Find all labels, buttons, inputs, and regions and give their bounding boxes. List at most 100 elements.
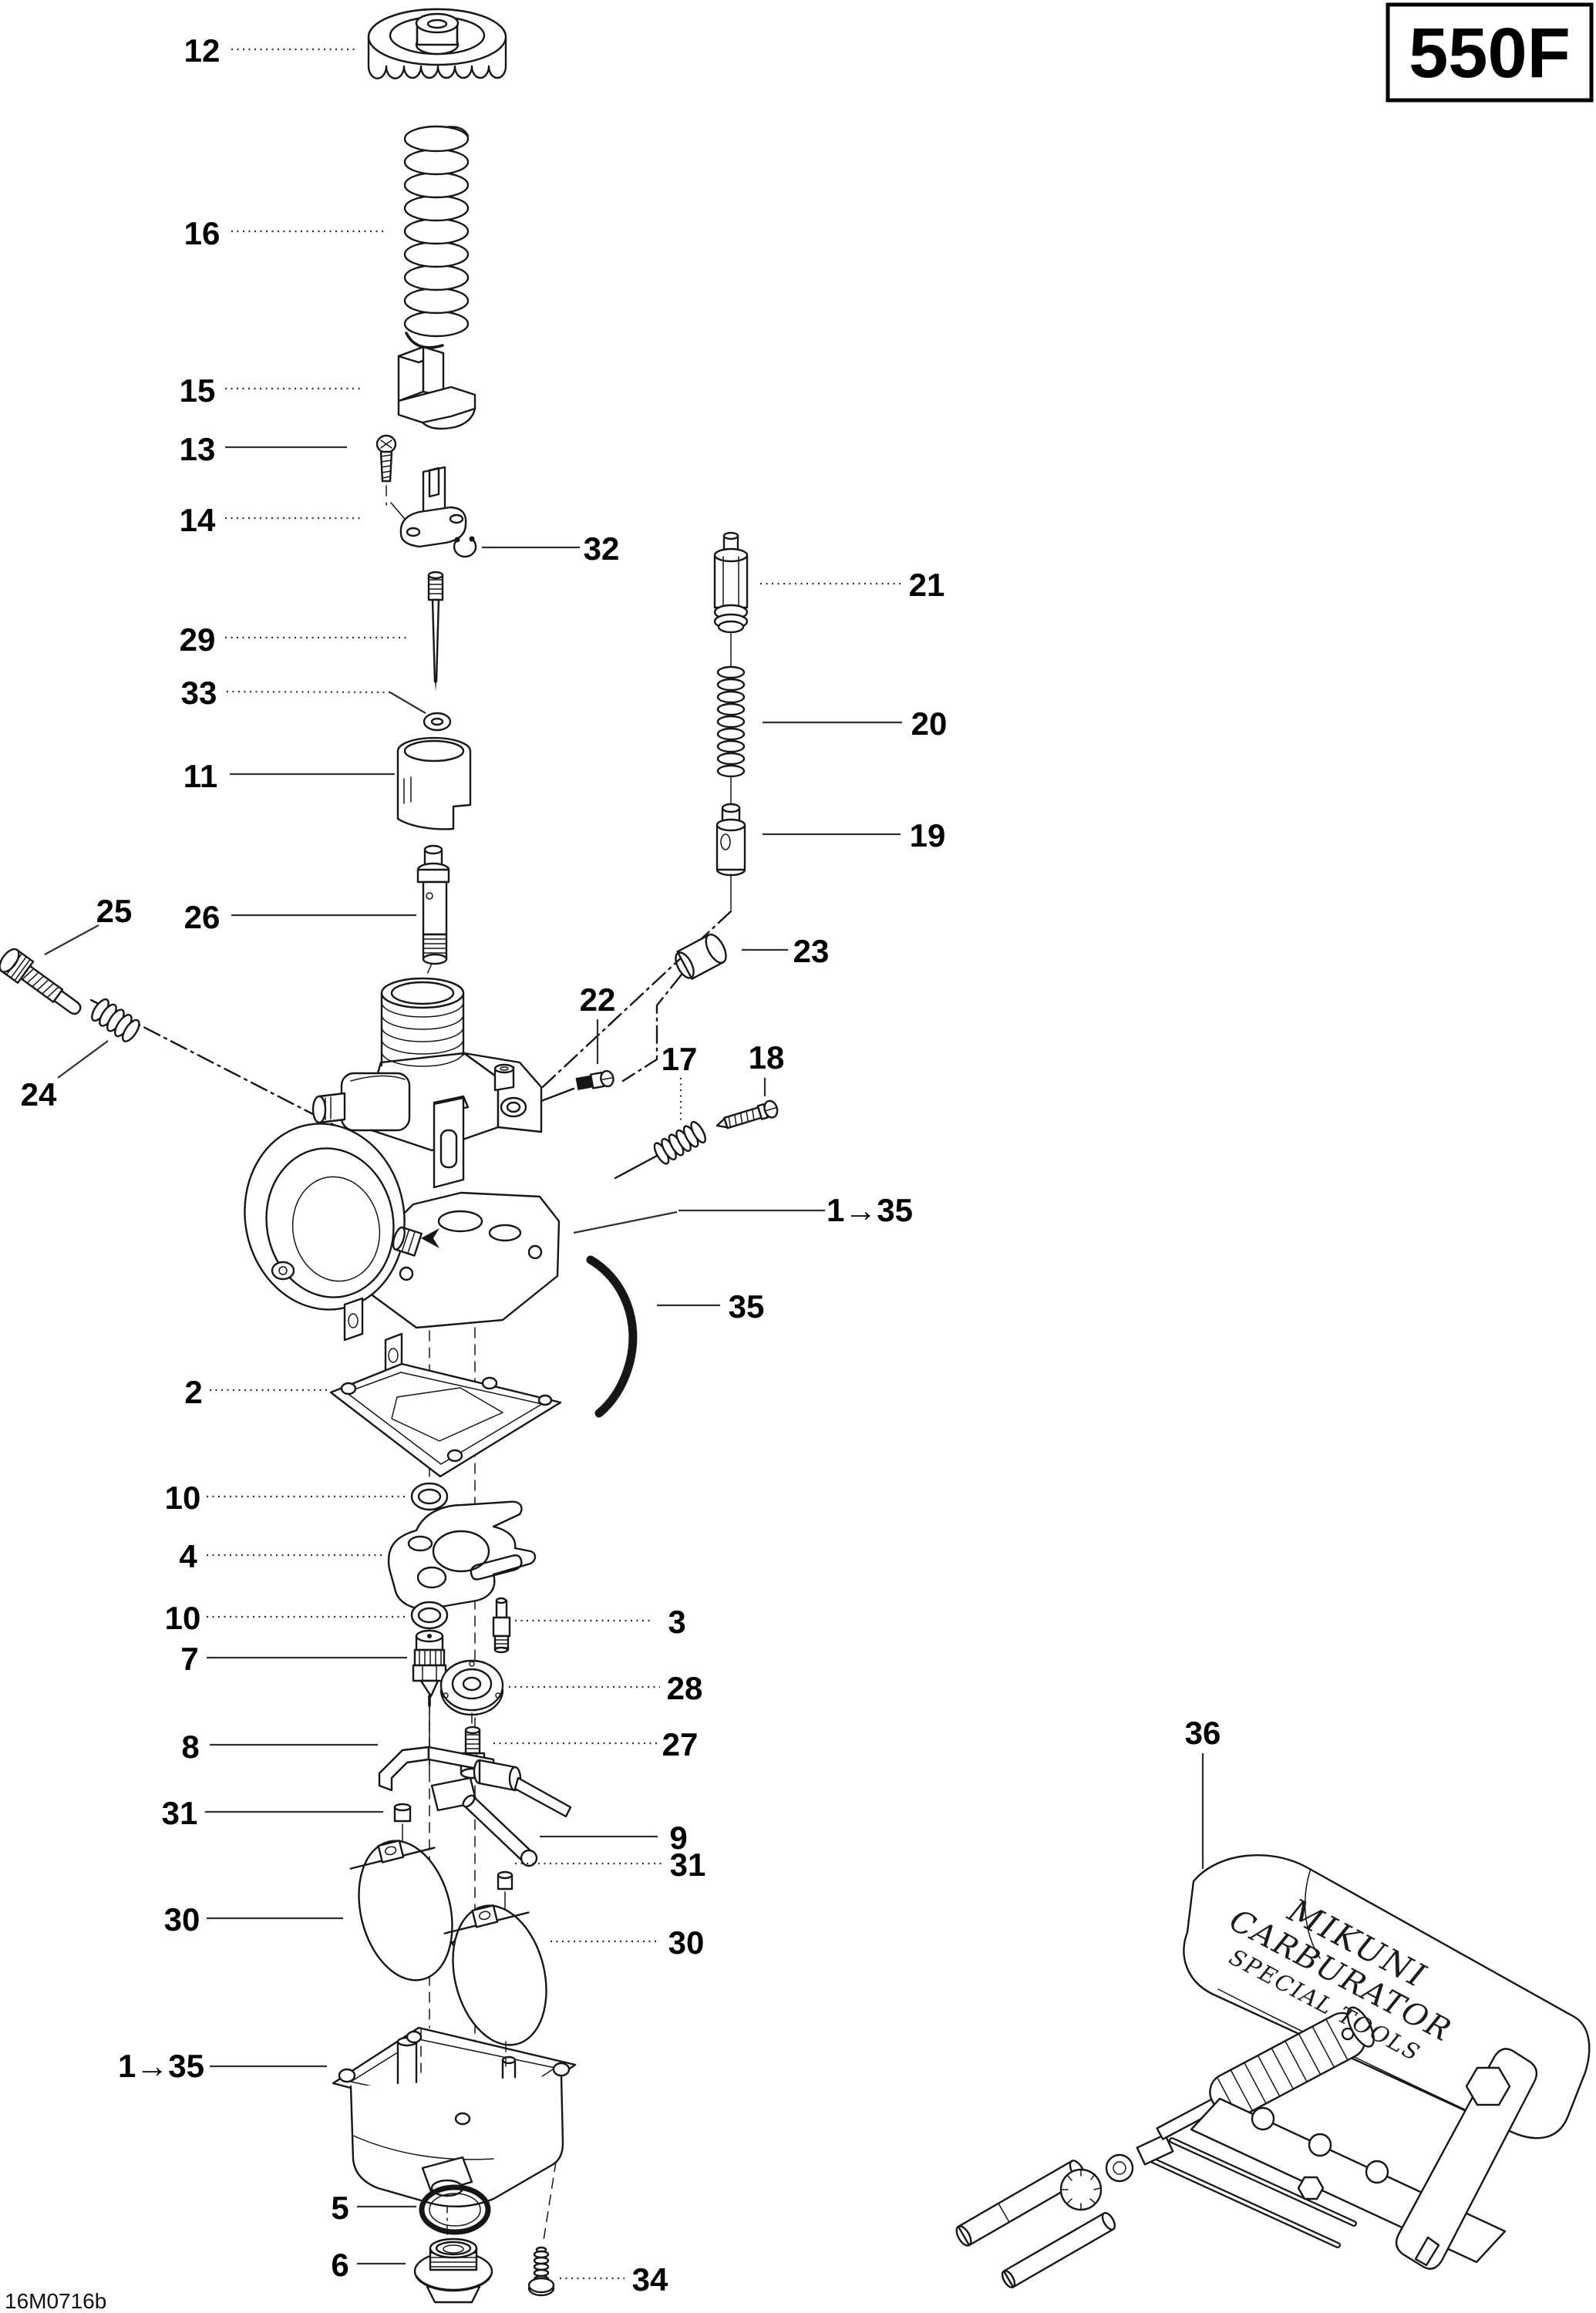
callout-2: 2 bbox=[184, 1374, 327, 1410]
callout-20-label: 20 bbox=[911, 705, 948, 742]
part-float-30-left bbox=[349, 1840, 453, 1981]
callout-1-35-bottom-label: 1→35 bbox=[118, 2048, 204, 2084]
callout-30-left: 30 bbox=[164, 1901, 343, 1938]
callout-26-label: 26 bbox=[184, 899, 221, 935]
callout-14-label: 14 bbox=[180, 502, 216, 538]
callout-23: 23 bbox=[742, 933, 829, 969]
callout-33-label: 33 bbox=[181, 675, 217, 711]
callout-21: 21 bbox=[760, 567, 944, 603]
part-cap-12 bbox=[367, 8, 507, 79]
callout-22-label: 22 bbox=[580, 981, 616, 1018]
part-needle-29 bbox=[427, 571, 444, 692]
part-adjuster-21 bbox=[713, 531, 749, 668]
callout-10-upper-label: 10 bbox=[165, 1480, 201, 1516]
callout-5-label: 5 bbox=[331, 2190, 348, 2226]
callout-11: 11 bbox=[184, 758, 395, 794]
callout-27-label: 27 bbox=[662, 1726, 699, 1763]
callout-8: 8 bbox=[181, 1729, 378, 1765]
callout-31-left-label: 31 bbox=[162, 1795, 198, 1831]
callout-35-label: 35 bbox=[729, 1288, 765, 1325]
part-slide-11 bbox=[396, 736, 472, 830]
callout-13-label: 13 bbox=[180, 431, 216, 467]
callout-19-label: 19 bbox=[910, 817, 946, 853]
part-needle-jet-26 bbox=[416, 844, 450, 965]
part-circlip-32 bbox=[453, 536, 477, 558]
part-float-bowl bbox=[332, 2026, 577, 2208]
part-plug-23 bbox=[675, 933, 727, 980]
callout-32: 32 bbox=[482, 530, 619, 567]
callout-7: 7 bbox=[180, 1641, 407, 1677]
callout-32-label: 32 bbox=[584, 530, 620, 567]
callout-10-lower-label: 10 bbox=[165, 1600, 201, 1636]
callout-36-label: 36 bbox=[1185, 1715, 1221, 1751]
callout-20: 20 bbox=[763, 705, 947, 742]
callout-22: 22 bbox=[580, 981, 616, 1064]
part-jet-3 bbox=[492, 1597, 511, 1654]
part-plug-6 bbox=[413, 2237, 493, 2304]
callout-12: 12 bbox=[184, 32, 355, 69]
callout-31-right: 31 bbox=[515, 1847, 705, 1883]
callout-16-label: 16 bbox=[184, 215, 221, 251]
callout-34: 34 bbox=[560, 2261, 668, 2298]
callout-26: 26 bbox=[184, 899, 416, 935]
callout-4-label: 4 bbox=[179, 1538, 197, 1574]
callout-30-left-label: 30 bbox=[164, 1901, 200, 1938]
callout-3-label: 3 bbox=[668, 1604, 685, 1640]
callout-17-label: 17 bbox=[662, 1041, 698, 1077]
callout-28-label: 28 bbox=[667, 1670, 703, 1706]
callout-9: 9 bbox=[540, 1820, 688, 1856]
callout-4: 4 bbox=[179, 1538, 384, 1574]
part-screw-34 bbox=[527, 2246, 555, 2297]
callouts: 12 16 15 13 14 32 2 9 21 bbox=[21, 32, 1221, 2298]
part-spring-24 bbox=[91, 998, 140, 1042]
callout-19: 19 bbox=[763, 817, 945, 853]
part-pin-31-right bbox=[497, 1870, 513, 1911]
part-plate-14 bbox=[399, 466, 467, 548]
callout-13: 13 bbox=[180, 431, 347, 467]
part-idle-screw-25 bbox=[0, 948, 82, 1015]
callout-31-right-label: 31 bbox=[670, 1847, 706, 1883]
callout-11-label: 11 bbox=[184, 758, 217, 794]
callout-8-label: 8 bbox=[181, 1729, 199, 1765]
callout-16: 16 bbox=[184, 215, 386, 251]
callout-28: 28 bbox=[509, 1670, 702, 1706]
callout-25: 25 bbox=[44, 893, 133, 955]
callout-1-35-bottom: 1→35 bbox=[118, 2048, 327, 2084]
part-spring-17 bbox=[653, 1120, 706, 1165]
drawing-code: 16M0716b bbox=[5, 2289, 106, 2313]
callout-30-right: 30 bbox=[551, 1924, 704, 1961]
callout-9-label: 9 bbox=[669, 1820, 687, 1856]
callout-3: 3 bbox=[515, 1604, 686, 1640]
part-oring-5 bbox=[419, 2184, 491, 2235]
callout-23-label: 23 bbox=[793, 933, 830, 969]
part-needle-valve-7 bbox=[412, 1629, 447, 1707]
callout-10-upper: 10 bbox=[165, 1480, 407, 1516]
callout-2-label: 2 bbox=[184, 1374, 202, 1410]
callout-10-lower: 10 bbox=[165, 1600, 407, 1636]
callout-15: 15 bbox=[180, 372, 362, 409]
callout-18-label: 18 bbox=[749, 1039, 785, 1076]
callout-21-label: 21 bbox=[909, 567, 945, 603]
callout-33: 33 bbox=[181, 675, 426, 714]
callout-7-label: 7 bbox=[180, 1641, 198, 1677]
callout-18: 18 bbox=[749, 1039, 785, 1096]
part-screw-18 bbox=[716, 1099, 779, 1130]
part-carburetor-body bbox=[244, 977, 561, 1375]
callout-24: 24 bbox=[21, 1040, 109, 1113]
part-oring-10-lower bbox=[410, 1601, 449, 1630]
part-spring-20 bbox=[716, 665, 746, 804]
part-float-30-right bbox=[443, 1904, 547, 2046]
part-spring-16 bbox=[403, 125, 470, 349]
callout-6: 6 bbox=[331, 2247, 406, 2283]
callout-15-label: 15 bbox=[180, 372, 216, 409]
callout-14: 14 bbox=[180, 502, 362, 538]
part-gasket-2 bbox=[329, 1362, 562, 1478]
part-clip-15 bbox=[397, 345, 476, 430]
part-seat-28 bbox=[439, 1659, 504, 1716]
callout-1-35-top: 1→35 bbox=[573, 1192, 913, 1234]
callout-12-label: 12 bbox=[184, 32, 221, 69]
callout-25-label: 25 bbox=[96, 893, 133, 929]
callout-1-35-top-label: 1→35 bbox=[827, 1192, 913, 1228]
